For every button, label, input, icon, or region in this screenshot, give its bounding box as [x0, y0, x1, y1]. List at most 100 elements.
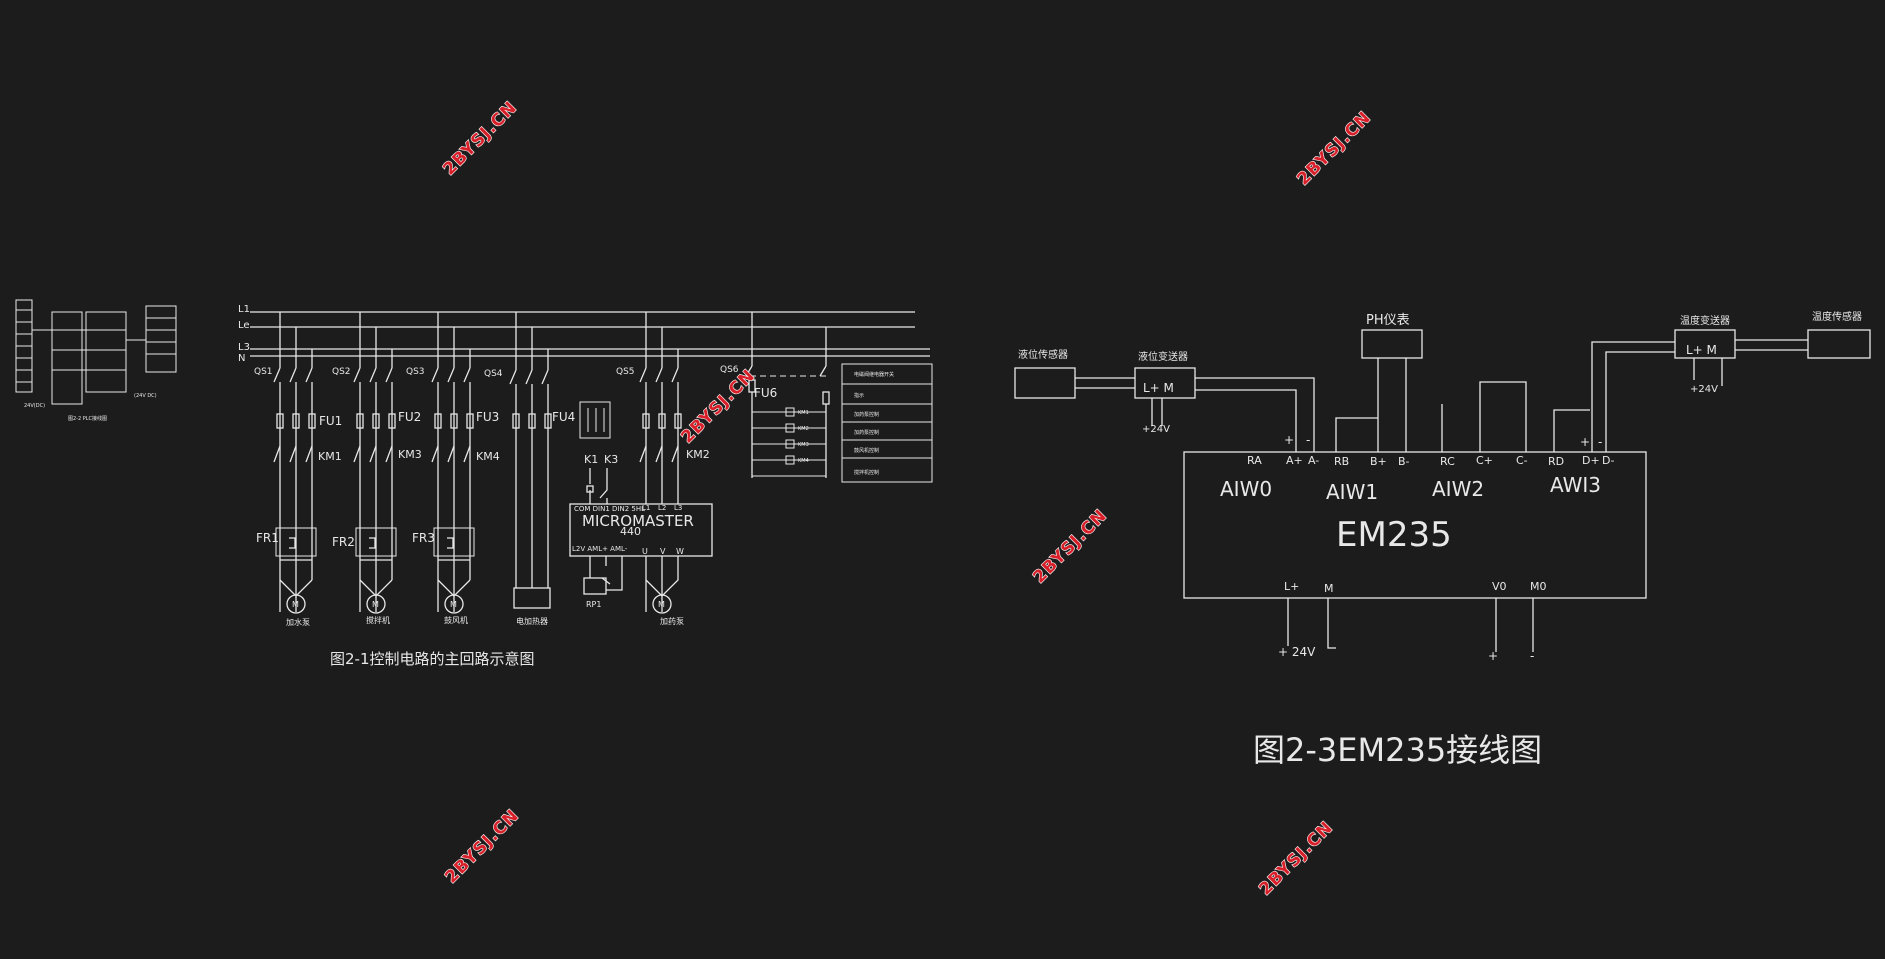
control-label-km4: KM4	[798, 458, 809, 464]
bottom-term-v0: V0	[1492, 580, 1507, 593]
terminal-rb: RB	[1334, 455, 1349, 468]
em235-module	[1183, 451, 1647, 599]
bottom-label-24v: + 24V	[1278, 645, 1316, 659]
terminal-d-plus: D+	[1582, 454, 1600, 467]
motor-symbol-2: M	[372, 600, 379, 609]
k-label-k3: K3	[604, 453, 618, 466]
terminal-rc: RC	[1440, 455, 1455, 468]
inverter-bottom-terms: L2V AML+ AML-	[572, 545, 628, 553]
watermark-3: 2BYSJ.CN	[677, 366, 759, 448]
terminal-rd: RD	[1548, 455, 1564, 468]
terminal-b-minus: B-	[1398, 455, 1410, 468]
level-transmitter-lm: L+ M	[1143, 381, 1174, 395]
inverter-model: 440	[620, 525, 641, 538]
watermark-5: 2BYSJ.CN	[441, 806, 523, 888]
pm-d-minus: -	[1598, 435, 1602, 449]
table-row-4: 加药泵控制	[854, 429, 879, 436]
level-transmitter-label: 液位变送器	[1138, 350, 1188, 363]
bus-label-n: N	[238, 353, 245, 364]
ph-meter-label: PH仪表	[1366, 313, 1410, 328]
control-label-km1: KM1	[798, 410, 809, 416]
table-row-6: 搅拌机控制	[854, 469, 879, 476]
bottom-term-m: M	[1324, 582, 1334, 595]
switch-qs2: QS2	[332, 367, 351, 377]
branch-blower: QS3 FU3 KM4 FR3 M 鼓风机	[406, 312, 500, 625]
relay-fr1: FR1	[256, 531, 279, 545]
switch-qs5: QS5	[616, 367, 635, 377]
temp-sensor-box	[1807, 329, 1871, 359]
relay-fr2: FR2	[332, 535, 355, 549]
branch-heater: QS4 FU4 电加热器	[484, 312, 575, 626]
relay-fr3: FR3	[412, 531, 435, 545]
control-circuit: QS6 FU6 KM1 KM2 KM3 KM4 电磁阀继电器开关 指示 加药泵控…	[720, 312, 933, 483]
plc-thumbnail: 24V(DC) 图2-2 PLC接线图 (24V DC)	[15, 299, 177, 422]
level-24v-label: +24V	[1142, 424, 1170, 435]
contactor-km2: KM2	[686, 448, 710, 461]
inverter-v: V	[660, 547, 666, 556]
terminal-a-minus: A-	[1308, 454, 1319, 467]
main-circuit: L1 Le L3 N QS1 FU1 KM1 FR1 M 加水泵	[238, 304, 933, 668]
motor-symbol-5: M	[658, 600, 665, 609]
bottom-label-minus: -	[1530, 649, 1534, 663]
figure-caption-left: 图2-1控制电路的主回路示意图	[330, 650, 535, 668]
motor-symbol-1: M	[292, 600, 299, 609]
branch-pump: QS1 FU1 KM1 FR1 M 加水泵	[254, 312, 342, 627]
control-label-km2: KM2	[798, 426, 809, 432]
rp1-label: RP1	[586, 600, 601, 609]
table-row-3: 加药泵控制	[854, 411, 879, 418]
k-label-k1: K1	[584, 453, 598, 466]
motor-label-pump: 加水泵	[286, 617, 310, 627]
em235-wiring: 液位传感器 液位变送器 L+ M +24V PH仪表 温度变送器 L+ M 温度…	[1014, 310, 1871, 769]
motor-label-dosing: 加药泵	[660, 616, 684, 626]
terminal-b-plus: B+	[1370, 455, 1387, 468]
motor-symbol-3: M	[450, 600, 457, 609]
channel-aiw0: AIW0	[1220, 477, 1272, 501]
temp-transmitter-lm: L+ M	[1686, 343, 1717, 357]
table-row-1: 电磁阀继电器开关	[854, 371, 894, 378]
temp-transmitter-box	[1674, 329, 1736, 359]
bus-label-le: Le	[238, 320, 250, 331]
inverter-in-l2: L2	[658, 504, 666, 512]
temp-sensor-label: 温度传感器	[1812, 310, 1862, 323]
inverter-name: MICROMASTER	[582, 512, 694, 530]
inverter-top-terms: COM DIN1 DIN2 5HL	[574, 505, 645, 513]
pm-d-plus: +	[1580, 435, 1590, 449]
temp-transmitter-label: 温度变送器	[1680, 314, 1730, 327]
switch-qs6: QS6	[720, 365, 739, 375]
channel-aiw2: AIW2	[1432, 477, 1484, 501]
terminal-ra: RA	[1247, 454, 1262, 467]
contactor-km4: KM4	[476, 450, 500, 463]
fuse-fu1: FU1	[319, 414, 342, 428]
figure-caption-right: 图2-3EM235接线图	[1253, 731, 1542, 769]
switch-qs4: QS4	[484, 369, 503, 379]
contactor-km1: KM1	[318, 450, 342, 463]
fuse-fu2: FU2	[398, 410, 421, 424]
thumbnail-left-note: 24V(DC)	[24, 403, 45, 409]
module-name: EM235	[1336, 515, 1452, 555]
bottom-label-plus: +	[1488, 649, 1498, 663]
level-transmitter-box	[1134, 367, 1196, 399]
terminal-c-plus: C+	[1476, 454, 1493, 467]
ph-meter-box	[1361, 329, 1423, 359]
terminal-d-minus: D-	[1602, 454, 1614, 467]
watermark-4: 2BYSJ.CN	[1029, 506, 1111, 588]
bus-label-l1: L1	[238, 304, 250, 315]
motor-label-mixer: 搅拌机	[366, 615, 390, 625]
fuse-fu6: FU6	[754, 386, 777, 400]
contactor-km3: KM3	[398, 448, 422, 461]
pm-a-minus: -	[1306, 433, 1310, 447]
terminal-c-minus: C-	[1516, 454, 1528, 467]
fuse-fu3: FU3	[476, 410, 499, 424]
control-label-km3: KM3	[798, 442, 809, 448]
switch-qs3: QS3	[406, 367, 425, 377]
channel-awi3: AWI3	[1550, 473, 1601, 497]
level-sensor-label: 液位传感器	[1018, 348, 1068, 361]
inverter-u: U	[642, 547, 648, 556]
fuse-fu4: FU4	[552, 410, 575, 424]
inverter-w: W	[676, 547, 684, 556]
switch-qs1: QS1	[254, 367, 273, 377]
inverter-in-l3: L3	[674, 504, 682, 512]
motor-label-blower: 鼓风机	[444, 615, 468, 625]
bottom-term-lplus: L+	[1284, 580, 1299, 593]
